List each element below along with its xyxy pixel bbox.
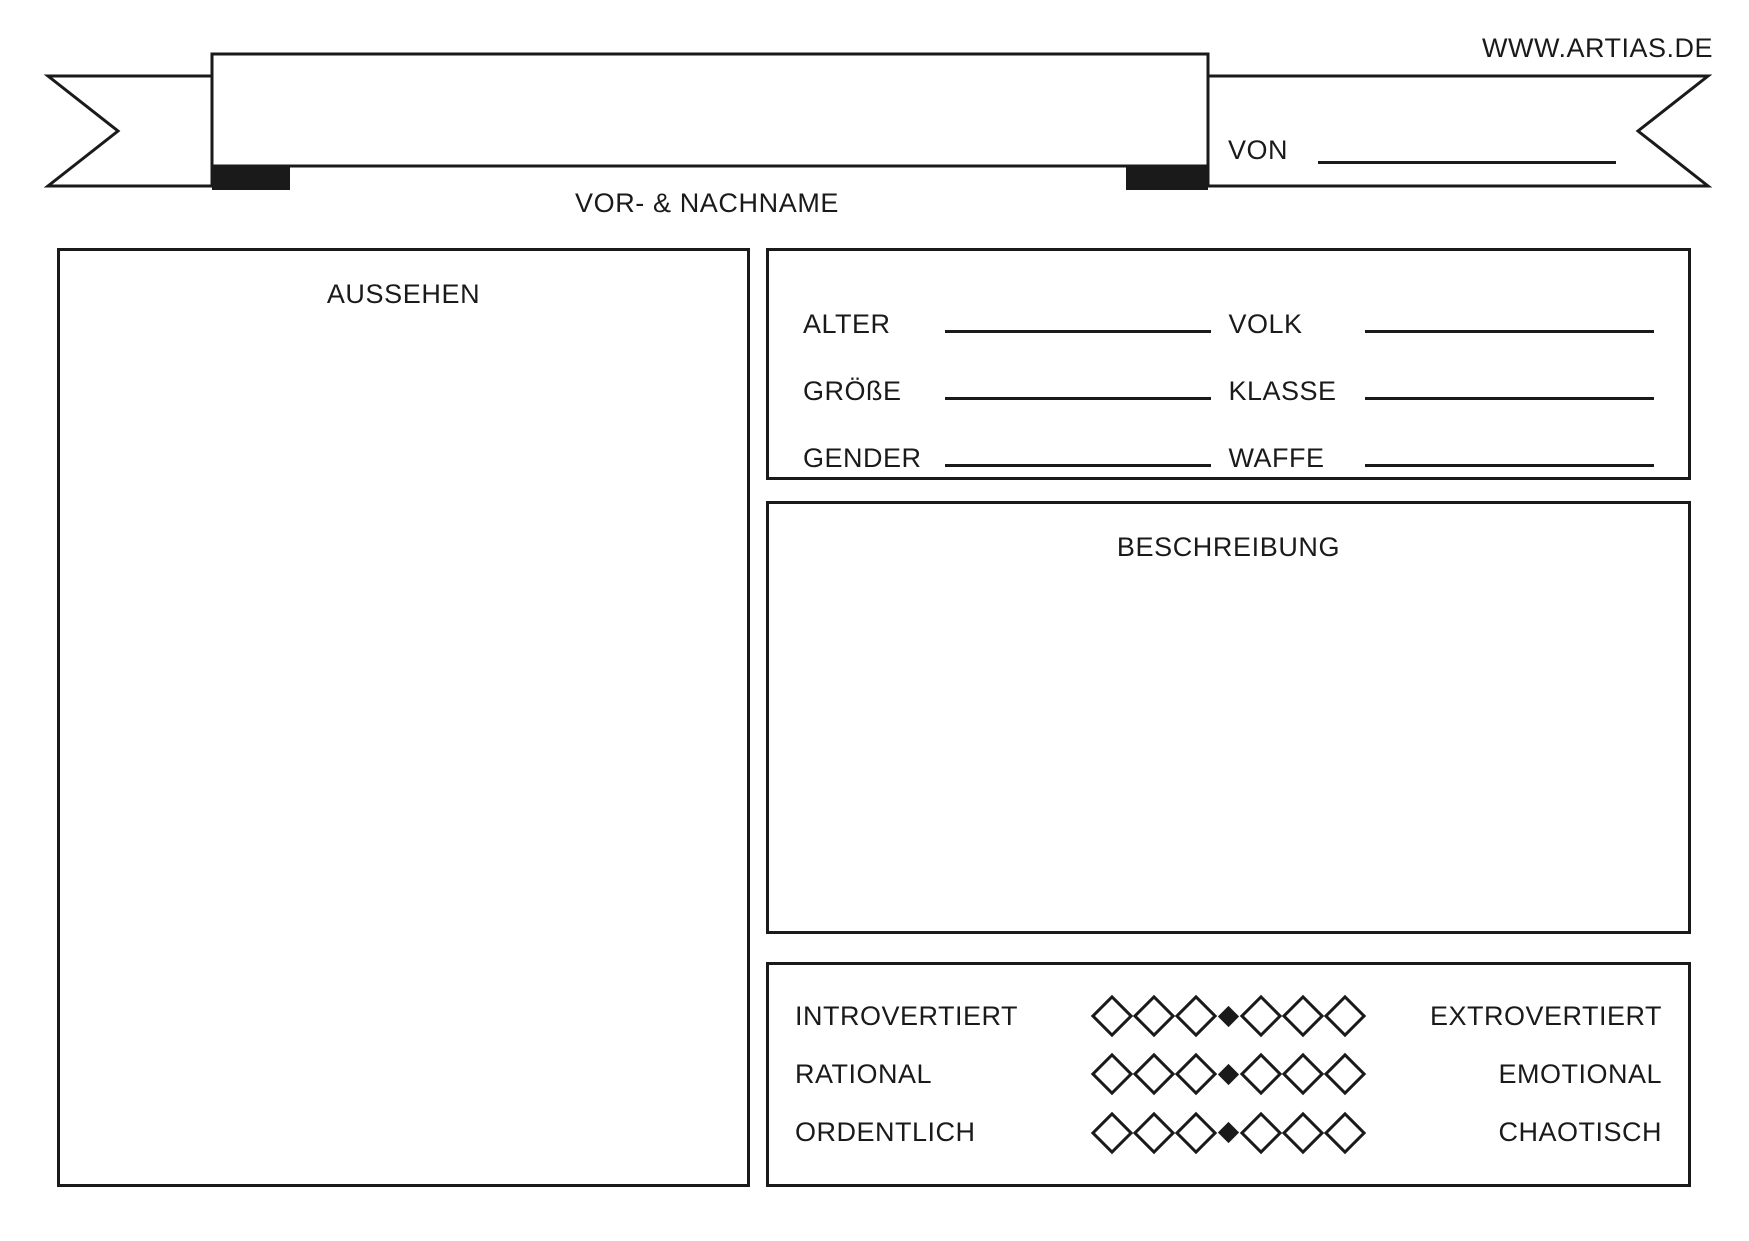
scale-diamond[interactable] bbox=[1090, 994, 1134, 1038]
scale-diamond[interactable] bbox=[1281, 1053, 1325, 1096]
attribute-label: KLASSE bbox=[1228, 376, 1337, 406]
attribute-row: GRÖßE KLASSE bbox=[803, 358, 1654, 425]
attributes-panel: ALTER VOLK GRÖßE KLASSE bbox=[766, 248, 1691, 480]
ribbon-right-tail bbox=[1206, 74, 1713, 188]
von-label: VON bbox=[1228, 135, 1289, 165]
ribbon-left-tail bbox=[43, 74, 214, 188]
attribute-field-klasse: KLASSE bbox=[1228, 376, 1654, 407]
scale-center-marker bbox=[1217, 1122, 1240, 1144]
scale-diamond[interactable] bbox=[1174, 1053, 1218, 1096]
attribute-row: ALTER VOLK bbox=[803, 291, 1654, 358]
scale-center-marker bbox=[1217, 1005, 1240, 1027]
personality-row-order: ORDENTLICH CHAOTISCH bbox=[795, 1104, 1662, 1162]
name-caption: VOR- & NACHNAME bbox=[575, 188, 840, 218]
ribbon-banner-graphic bbox=[43, 52, 1713, 190]
attribute-label: GENDER bbox=[803, 443, 922, 473]
attribute-label: VOLK bbox=[1228, 309, 1303, 339]
attribute-input-rule[interactable] bbox=[945, 464, 1211, 467]
scale-diamond[interactable] bbox=[1132, 994, 1176, 1038]
personality-label-left: INTROVERTIERT bbox=[795, 1000, 1019, 1031]
attribute-field-gender: GENDER bbox=[803, 443, 1229, 474]
scale-diamond[interactable] bbox=[1239, 1053, 1283, 1096]
ribbon-banner: WWW.ARTIAS.DE VON VOR- & NACHNAME bbox=[0, 0, 1749, 218]
attributes-grid: ALTER VOLK GRÖßE KLASSE bbox=[769, 251, 1688, 477]
scale-diamond[interactable] bbox=[1090, 1053, 1134, 1096]
attribute-input-rule[interactable] bbox=[1364, 397, 1654, 400]
personality-scale bbox=[1027, 994, 1430, 1038]
description-title: BESCHREIBUNG bbox=[1116, 532, 1341, 562]
scale-diamond[interactable] bbox=[1323, 1053, 1367, 1096]
personality-label-left: RATIONAL bbox=[795, 1058, 933, 1089]
description-panel[interactable]: BESCHREIBUNG bbox=[766, 501, 1691, 934]
personality-label-right: EXTROVERTIERT bbox=[1429, 1000, 1662, 1031]
attribute-field-waffe: WAFFE bbox=[1228, 443, 1654, 474]
attribute-field-groesse: GRÖßE bbox=[803, 376, 1229, 407]
attribute-label: WAFFE bbox=[1228, 443, 1325, 473]
scale-diamond[interactable] bbox=[1174, 994, 1218, 1038]
ribbon-left-fold-tip bbox=[212, 165, 290, 190]
scale-center-marker bbox=[1217, 1063, 1240, 1086]
scale-diamond[interactable] bbox=[1281, 1111, 1325, 1155]
personality-grid: INTROVERTIERT EXTROVERTIERT RATIONAL bbox=[769, 965, 1688, 1184]
attribute-field-alter: ALTER bbox=[803, 309, 1229, 340]
scale-diamond[interactable] bbox=[1281, 994, 1325, 1038]
personality-label-right: CHAOTISCH bbox=[1498, 1117, 1662, 1148]
personality-label-left: ORDENTLICH bbox=[795, 1117, 976, 1148]
scale-diamond[interactable] bbox=[1174, 1111, 1218, 1155]
personality-scale bbox=[1027, 1053, 1430, 1096]
attribute-input-rule[interactable] bbox=[1364, 464, 1654, 467]
scale-diamond[interactable] bbox=[1132, 1053, 1176, 1096]
personality-row-rationality: RATIONAL EMOTIONAL bbox=[795, 1045, 1662, 1103]
attribute-label: ALTER bbox=[803, 309, 891, 339]
attribute-label: GRÖßE bbox=[803, 376, 902, 406]
scale-diamond[interactable] bbox=[1239, 1111, 1283, 1155]
personality-panel: INTROVERTIERT EXTROVERTIERT RATIONAL bbox=[766, 962, 1691, 1187]
scale-diamond[interactable] bbox=[1090, 1111, 1134, 1155]
personality-label-right: EMOTIONAL bbox=[1498, 1058, 1662, 1089]
attribute-row: GENDER WAFFE bbox=[803, 425, 1654, 492]
ribbon-right-fold-tip bbox=[1126, 165, 1208, 190]
attribute-input-rule[interactable] bbox=[945, 397, 1211, 400]
attribute-input-rule[interactable] bbox=[945, 330, 1211, 333]
name-plate[interactable] bbox=[210, 52, 1210, 168]
scale-diamond[interactable] bbox=[1239, 994, 1283, 1038]
attribute-field-volk: VOLK bbox=[1228, 309, 1654, 340]
attribute-input-rule[interactable] bbox=[1364, 330, 1654, 333]
scale-diamond[interactable] bbox=[1323, 1111, 1367, 1155]
site-url: WWW.ARTIAS.DE bbox=[1481, 33, 1713, 63]
personality-row-introversion: INTROVERTIERT EXTROVERTIERT bbox=[795, 987, 1662, 1045]
appearance-panel[interactable]: AUSSEHEN bbox=[57, 248, 750, 1187]
scale-diamond[interactable] bbox=[1323, 994, 1367, 1038]
appearance-title: AUSSEHEN bbox=[326, 279, 481, 309]
von-input-rule[interactable] bbox=[1318, 161, 1616, 164]
scale-diamond[interactable] bbox=[1132, 1111, 1176, 1155]
personality-scale bbox=[1027, 1111, 1430, 1155]
